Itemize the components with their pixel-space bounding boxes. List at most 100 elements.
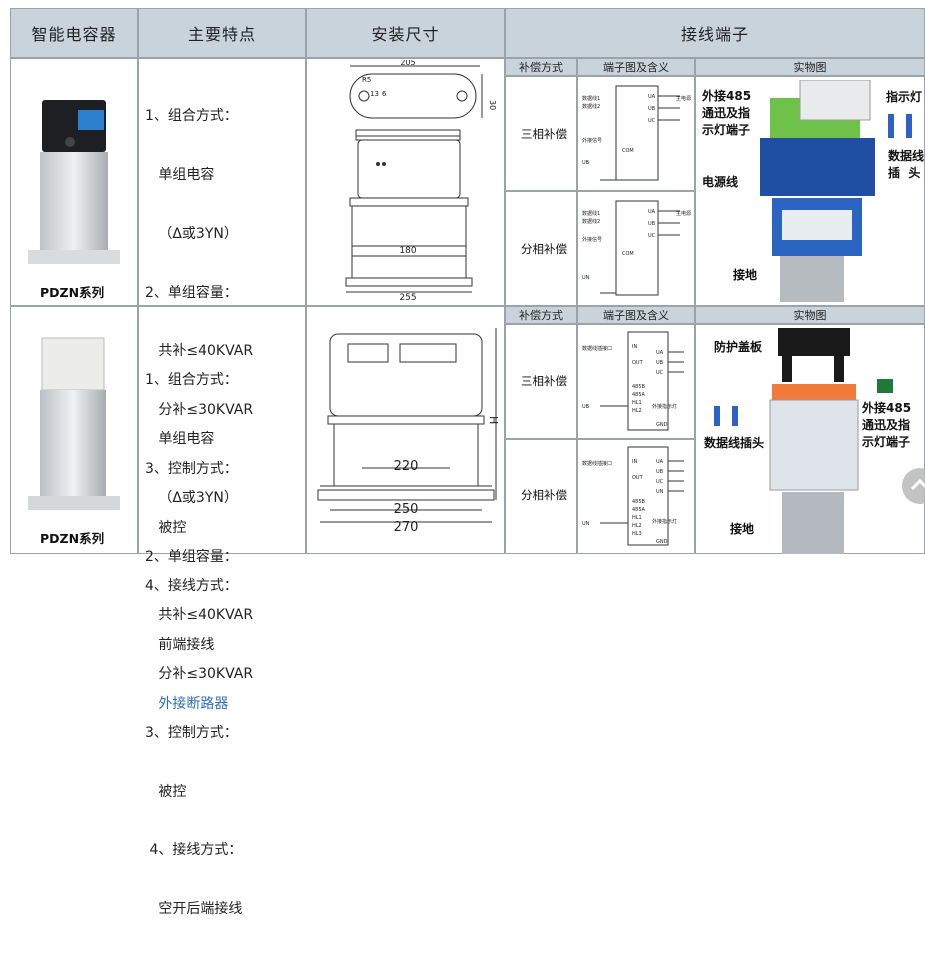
diag4-gnd: GND	[656, 539, 668, 545]
dim-outer: 255	[399, 293, 416, 303]
diag4-hl3: HL3	[632, 531, 642, 537]
diag3-ext-ind: 外接指示灯	[652, 403, 677, 410]
row2-plug-icon	[714, 406, 738, 426]
row1-feature-line: 分补≤30KVAR	[145, 402, 254, 419]
diag4-ext-ind: 外接指示灯	[652, 518, 677, 525]
diag1-data2: 数据线2	[582, 103, 600, 110]
row2-label-cover: 防护盖板	[714, 340, 763, 354]
row2-dim-drawing: 220 250 270 H	[317, 328, 500, 535]
row1-wiring-split: 数据线1 数据线2 外接信号 UA UB UC 主电源 COM UN	[582, 200, 691, 296]
diag1-data1: 数据线1	[582, 95, 600, 102]
row2-label-terminal: 外接485 通迅及指 示灯端子	[862, 401, 912, 449]
row1-sub-diagram: 端子图及含义	[577, 58, 695, 76]
header-dimensions: 安装尺寸	[306, 8, 505, 58]
diag2-uc: UC	[648, 233, 656, 239]
dim2-outer: 270	[394, 520, 419, 535]
row2-sub-diagram: 端子图及含义	[577, 306, 695, 324]
row2-feature-line: 2、单组容量：	[145, 548, 238, 565]
diag2-com: COM	[622, 251, 634, 257]
header-product: 智能电容器	[10, 8, 138, 58]
diag4-uc: UC	[656, 479, 664, 485]
dim-d1: 13	[370, 90, 379, 98]
dim-top-height: 30	[488, 100, 497, 110]
diag3-485a: 485A	[632, 392, 646, 398]
data-plug-icon	[888, 114, 912, 138]
row1-feature-line: 共补≤40KVAR	[145, 343, 254, 360]
row2-series: PDZN系列	[40, 531, 105, 546]
row1-feature-line: 1、组合方式：	[145, 108, 238, 125]
row2-wiring-split: 数据线插接口 IN OUT UA UB UC UN 485B 485A HL1 …	[582, 446, 684, 546]
diag2-main: 主电源	[676, 210, 691, 217]
diag2-ua: UA	[648, 209, 656, 215]
diag2-ext: 外接信号	[582, 236, 602, 243]
product-image-1	[28, 100, 120, 264]
row1-feature-line: 3、控制方式：	[145, 460, 238, 477]
row1-feature-line: 单组电容	[145, 166, 215, 183]
product-image-2	[28, 337, 120, 510]
row1-series: PDZN系列	[40, 285, 105, 300]
row1-mode-split: 分相补偿	[521, 242, 567, 256]
dim2-mid: 250	[394, 502, 419, 517]
row2-feature-line: 分补≤30KVAR	[145, 666, 254, 683]
row2-features: 1、组合方式： 单组电容 （Δ或3YN） 2、单组容量： 共补≤40KVAR 分…	[145, 332, 253, 959]
scroll-top-button[interactable]	[902, 468, 925, 504]
row2-feature-line: （Δ或3YN）	[145, 489, 238, 506]
diag3-hl1: HL1	[632, 400, 642, 406]
dim-d2: 6	[382, 90, 387, 98]
row2-label-ground: 接地	[730, 522, 755, 536]
row2-feature-line: 4、接线方式：	[145, 842, 243, 859]
row2-diag1-cell	[577, 324, 695, 439]
row1-feature-line: 2、单组容量：	[145, 284, 238, 301]
diag3-485b: 485B	[632, 384, 646, 390]
diag4-un2: UN	[582, 521, 590, 527]
row2-mode-split: 分相补偿	[521, 488, 567, 502]
dim2-inner: 220	[394, 459, 419, 474]
row1-features-cell	[138, 58, 306, 306]
diag4-ub: UB	[656, 469, 664, 475]
row2-wiring-three: 数据线插接口 IN OUT UA UB UC 485B 485A HL1 HL2…	[582, 331, 684, 431]
row1-diag1-cell	[577, 76, 695, 191]
diag3-ub: UB	[656, 360, 664, 366]
row2-mode1-cell	[505, 324, 577, 439]
dim2-h: H	[487, 416, 500, 424]
row1-label-power: 电源线	[702, 175, 739, 189]
diag1-uc: UC	[648, 118, 656, 124]
header-features: 主要特点	[138, 8, 306, 58]
row1-label-ground: 接地	[733, 268, 758, 282]
diag1-main: 主电源	[676, 95, 691, 102]
diag3-ua: UA	[656, 350, 664, 356]
diag2-data1: 数据线1	[582, 210, 600, 217]
row2-photo	[769, 328, 859, 554]
row1-sub-photo: 实物图	[695, 58, 925, 76]
diag3-data-in: 数据线插接口	[582, 345, 612, 352]
diag4-un: UN	[656, 489, 664, 495]
row1-label-plug: 数据线 插 头	[888, 149, 925, 180]
row2-feature-line: 3、控制方式：	[145, 724, 238, 741]
diag4-hl2: HL2	[632, 523, 642, 529]
row2-sub-photo: 实物图	[695, 306, 925, 324]
row2-mode-three: 三相补偿	[521, 374, 567, 388]
row1-photo	[760, 80, 875, 302]
diag1-ub2: UB	[582, 160, 590, 166]
diag3-hl2: HL2	[632, 408, 642, 414]
row1-label-terminal: 外接485 通迅及指 示灯端子	[702, 89, 752, 137]
header-terminals: 接线端子	[505, 8, 925, 58]
diag4-hl1: HL1	[632, 515, 642, 521]
diag1-com: COM	[622, 148, 634, 154]
row1-dim-drawing: 205 30 R5 13 6 180 255	[345, 60, 497, 303]
row2-feature-line: 被控	[145, 783, 187, 800]
row2-feature-line: 单组电容	[145, 430, 215, 447]
row1-mode1-cell	[505, 76, 577, 191]
diag2-data2: 数据线2	[582, 218, 600, 225]
diag1-ub: UB	[648, 106, 656, 112]
diag2-un: UN	[582, 275, 590, 281]
diag4-485b: 485B	[632, 499, 646, 505]
diag4-485a: 485A	[632, 507, 646, 513]
row1-wiring-three: 数据线1 数据线2 外接信号 UA UB UC 主电源 COM UB	[582, 85, 691, 181]
chevron-up-icon	[910, 478, 925, 491]
row1-feature-line: 被控	[145, 519, 187, 536]
row2-terminal-icon	[877, 379, 893, 393]
row2-feature-line: 1、组合方式：	[145, 372, 238, 389]
diag3-out: OUT	[632, 360, 644, 366]
diag3-in: IN	[632, 344, 637, 350]
